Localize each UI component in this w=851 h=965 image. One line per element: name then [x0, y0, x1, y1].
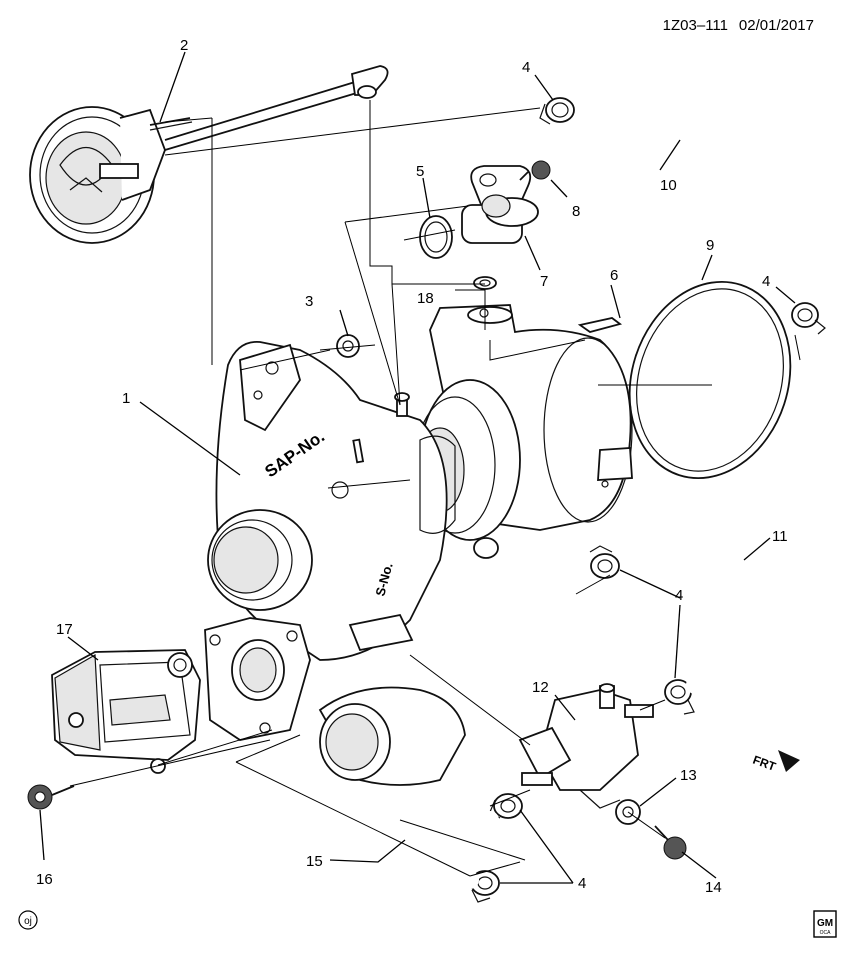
corner-mark-text: oj: [24, 916, 32, 927]
gasket-ring-9: [628, 280, 792, 480]
front-direction-arrow: FRT: [751, 750, 800, 774]
callout-2: 2: [180, 37, 188, 54]
callout-18: 18: [417, 290, 434, 307]
diagram-id: 1Z03–111: [663, 17, 728, 34]
callout-13: 13: [680, 767, 697, 784]
callout-10: 10: [660, 177, 677, 194]
callout-15: 15: [306, 853, 323, 870]
corner-mark: oj: [18, 910, 38, 930]
callout-7: 7: [540, 273, 548, 290]
gm-logo-sub: OCA: [820, 930, 832, 936]
nut-3: [336, 334, 360, 358]
callout-11: 11: [772, 528, 788, 545]
hose-15: [384, 811, 499, 930]
bolt-8: [519, 160, 551, 181]
clamp-top: [539, 97, 575, 125]
gm-logo-text: GM: [817, 918, 833, 929]
callout-5: 5: [416, 163, 424, 180]
callout-12: 12: [532, 679, 549, 696]
bolt-16: [27, 784, 75, 810]
callout-14: 14: [705, 879, 722, 896]
callout-16: 16: [36, 871, 53, 888]
callout-9: 9: [706, 237, 714, 254]
callout-labels: 2 4 5 8 10 9 7 6 4 18 3 1 11 4 17 12 13 …: [36, 37, 788, 896]
leader-lines: [39, 51, 796, 884]
clamp-right: [791, 302, 826, 335]
gm-logo: GM OCA: [813, 910, 837, 938]
clip-6: [577, 317, 623, 333]
hose-10: [587, 82, 809, 289]
callout-8: 8: [572, 203, 580, 220]
solenoid-valve-12: [518, 683, 654, 809]
turbocharger-1: SAP-No. S-No.: [204, 304, 633, 786]
callout-4-right: 4: [762, 273, 770, 290]
callout-17: 17: [56, 621, 73, 638]
callout-4: 4: [522, 59, 530, 76]
centerlines: [69, 100, 801, 877]
callout-4-lower: 4: [578, 875, 586, 892]
wastegate-actuator: [29, 65, 389, 244]
callout-3: 3: [305, 293, 313, 310]
diagram-date: 02/01/2017: [739, 17, 814, 34]
washer-18: [473, 276, 497, 290]
oil-fitting-7: [461, 165, 539, 244]
hose-11: [616, 508, 765, 694]
callout-1: 1: [122, 390, 130, 407]
oring-5: [419, 215, 453, 259]
bolt-14: [654, 825, 687, 860]
clamp-mid: [589, 545, 620, 579]
front-arrow-label: FRT: [751, 753, 778, 774]
callout-4-mid: 4: [675, 587, 683, 604]
electronic-actuator-17: [51, 649, 201, 774]
callout-6: 6: [610, 267, 618, 284]
